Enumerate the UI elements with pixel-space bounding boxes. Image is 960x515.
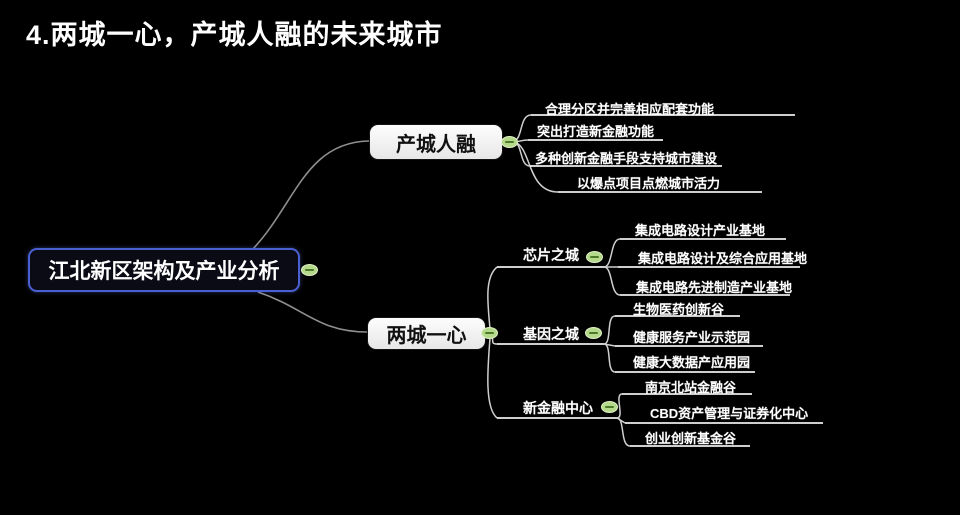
subtopic-fin-center[interactable]: 新金融中心 bbox=[523, 400, 593, 416]
branch2-collapse-button[interactable] bbox=[481, 327, 498, 339]
branch-topic-label: 两城一心 bbox=[386, 325, 467, 347]
branch1-collapse-button[interactable] bbox=[501, 136, 518, 148]
curve-s2-c3 bbox=[603, 343, 616, 373]
subtopic-chip-city[interactable]: 芯片之城 bbox=[523, 247, 579, 263]
subtopic-gene-city[interactable]: 基因之城 bbox=[523, 326, 579, 342]
slide-title: 4.两城一心，产城人融的未来城市 bbox=[26, 20, 443, 50]
root-topic[interactable]: 江北新区架构及产业分析 bbox=[28, 248, 300, 292]
branch-topic-chanchengrenrong[interactable]: 产城人融 bbox=[369, 124, 503, 160]
curve-b2-s3 bbox=[487, 337, 498, 419]
minus-icon bbox=[485, 332, 494, 334]
subtopic1-collapse-button[interactable] bbox=[586, 251, 603, 263]
subtopic2-collapse-button[interactable] bbox=[585, 327, 602, 339]
topic-leaf[interactable]: 集成电路设计产业基地 bbox=[635, 223, 766, 238]
topic-leaf[interactable]: 南京北站金融谷 bbox=[645, 380, 737, 395]
curve-s3-c3 bbox=[616, 417, 631, 447]
root-topic-label: 江北新区架构及产业分析 bbox=[48, 260, 280, 283]
topic-leaf[interactable]: CBD资产管理与证券化中心 bbox=[650, 406, 809, 421]
curve-b2-s1 bbox=[487, 266, 498, 330]
topic-leaf[interactable]: 集成电路设计及综合应用基地 bbox=[638, 251, 808, 266]
minus-icon bbox=[605, 406, 614, 408]
topic-leaf[interactable]: 以爆点项目点燃城市活力 bbox=[577, 176, 721, 191]
branch-topic-liangchengyixin[interactable]: 两城一心 bbox=[367, 317, 486, 350]
curve-s2-c2 bbox=[603, 343, 616, 347]
topic-leaf[interactable]: 生物医药创新谷 bbox=[633, 302, 725, 317]
curve-s1-c3 bbox=[603, 266, 621, 296]
trunk-curves bbox=[251, 140, 370, 333]
topic-leaf[interactable]: 集成电路先进制造产业基地 bbox=[636, 280, 793, 295]
root-collapse-button[interactable] bbox=[301, 264, 318, 276]
topic-leaf[interactable]: 多种创新金融手段支持城市建设 bbox=[535, 151, 718, 166]
topic-leaf[interactable]: 创业创新基金谷 bbox=[645, 431, 737, 446]
curve-s1-c1 bbox=[603, 238, 621, 268]
topic-leaf[interactable]: 健康服务产业示范园 bbox=[633, 330, 751, 345]
minus-icon bbox=[590, 256, 599, 258]
topic-leaf[interactable]: 合理分区并完善相应配套功能 bbox=[545, 102, 715, 117]
subtopic3-collapse-button[interactable] bbox=[601, 401, 618, 413]
curve-s2-c1 bbox=[603, 315, 616, 345]
branch-topic-label: 产城人融 bbox=[396, 133, 476, 156]
minus-icon bbox=[505, 141, 514, 143]
minus-icon bbox=[589, 332, 598, 334]
minus-icon bbox=[305, 269, 314, 271]
topic-leaf[interactable]: 健康大数据产应用园 bbox=[633, 355, 751, 370]
topic-leaf[interactable]: 突出打造新金融功能 bbox=[537, 124, 655, 139]
curve-root-to-branch1 bbox=[251, 140, 370, 251]
curve-s3-c2 bbox=[616, 417, 626, 424]
curve-root-to-branch2 bbox=[257, 291, 368, 333]
